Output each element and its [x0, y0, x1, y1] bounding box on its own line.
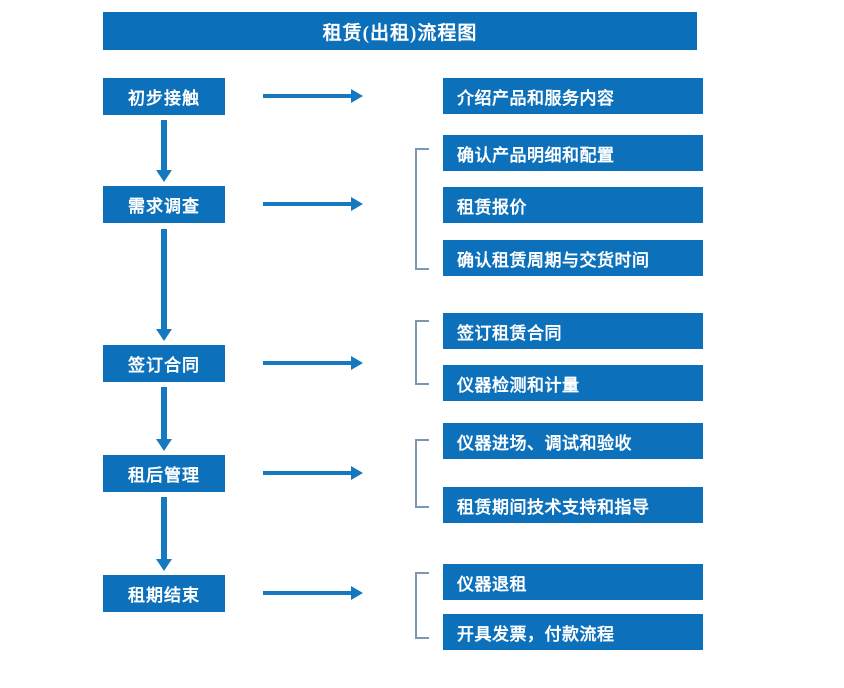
group-bracket-4	[415, 572, 429, 639]
page-title: 租赁(出租)流程图	[103, 12, 697, 50]
detail-box-9[interactable]: 仪器退租	[443, 564, 703, 600]
horizontal-arrow-2	[263, 197, 363, 211]
vertical-arrow-1	[156, 120, 172, 182]
group-bracket-2	[415, 320, 429, 385]
horizontal-arrow-4	[263, 466, 363, 480]
vertical-arrow-2	[156, 229, 172, 341]
detail-box-5[interactable]: 签订租赁合同	[443, 313, 703, 349]
stage-box-2[interactable]: 需求调查	[103, 186, 225, 223]
detail-box-6[interactable]: 仪器检测和计量	[443, 365, 703, 401]
detail-box-3[interactable]: 租赁报价	[443, 187, 703, 223]
detail-box-7[interactable]: 仪器进场、调试和验收	[443, 423, 703, 459]
detail-box-10[interactable]: 开具发票，付款流程	[443, 614, 703, 650]
detail-box-4[interactable]: 确认租赁周期与交货时间	[443, 240, 703, 276]
group-bracket-3	[415, 439, 429, 508]
detail-box-8[interactable]: 租赁期间技术支持和指导	[443, 487, 703, 523]
stage-box-5[interactable]: 租期结束	[103, 575, 225, 612]
horizontal-arrow-3	[263, 356, 363, 370]
detail-box-2[interactable]: 确认产品明细和配置	[443, 135, 703, 171]
horizontal-arrow-1	[263, 89, 363, 103]
stage-box-4[interactable]: 租后管理	[103, 455, 225, 492]
stage-box-1[interactable]: 初步接触	[103, 78, 225, 115]
detail-box-1[interactable]: 介绍产品和服务内容	[443, 78, 703, 114]
stage-box-3[interactable]: 签订合同	[103, 345, 225, 382]
horizontal-arrow-5	[263, 586, 363, 600]
vertical-arrow-4	[156, 497, 172, 571]
group-bracket-1	[415, 148, 429, 270]
vertical-arrow-3	[156, 387, 172, 451]
